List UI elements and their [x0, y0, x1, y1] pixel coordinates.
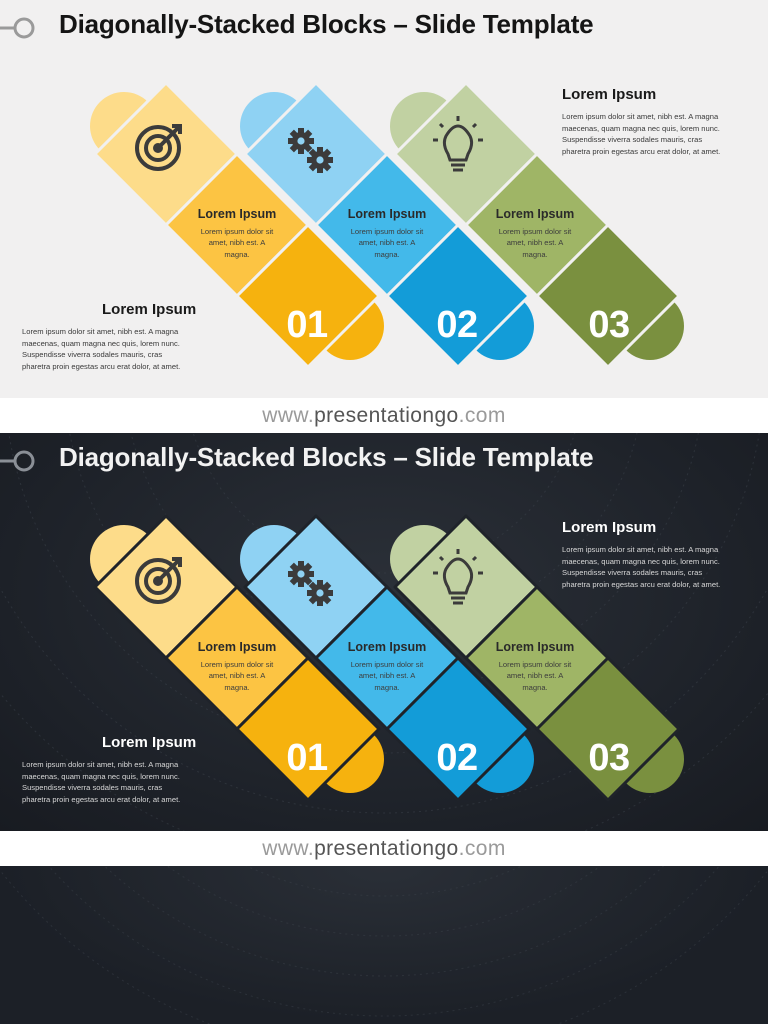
note-heading-bottom-left: Lorem Ipsum [102, 301, 197, 318]
block-03-tile-3 [535, 656, 681, 802]
lightbulb-icon [433, 116, 483, 172]
footer-website: www.presentationgo.com [0, 831, 768, 866]
page-title: Diagonally-Stacked Blocks – Slide Templa… [59, 9, 594, 39]
block-01-tile-3 [235, 223, 381, 369]
pin-icon [0, 17, 35, 39]
note-heading-top-right: Lorem Ipsum [562, 86, 657, 103]
diagram-svg [90, 81, 684, 369]
block-01-number: 01 [286, 304, 328, 346]
target-icon [135, 124, 182, 171]
block-02-number: 02 [436, 304, 478, 346]
block-02-heading: Lorem Ipsum [347, 207, 427, 221]
block-02-number: 02 [436, 737, 478, 779]
lightbulb-icon [433, 549, 483, 605]
block-02-heading: Lorem Ipsum [347, 640, 427, 654]
note-text-bottom-left: Lorem ipsum dolor sit amet, nibh est. A … [22, 327, 181, 371]
note-text-top-right: Lorem ipsum dolor sit amet, nibh est. A … [562, 112, 721, 156]
pin-icon [0, 450, 35, 472]
footer-website: www.presentationgo.com [0, 398, 768, 433]
target-icon [135, 557, 182, 604]
gears-icon [288, 128, 333, 173]
block-03-tile-3 [535, 223, 681, 369]
block-03-heading: Lorem Ipsum [495, 640, 575, 654]
page-title: Diagonally-Stacked Blocks – Slide Templa… [59, 442, 594, 472]
note-heading-top-right: Lorem Ipsum [562, 519, 657, 536]
block-01-heading: Lorem Ipsum [197, 207, 277, 221]
block-02-tile-3 [385, 656, 531, 802]
block-03-number: 03 [588, 304, 630, 346]
block-01-number: 01 [286, 737, 328, 779]
block-01-heading: Lorem Ipsum [197, 640, 277, 654]
block-02-tile-3 [385, 223, 531, 369]
block-03-number: 03 [588, 737, 630, 779]
block-01-tile-3 [235, 656, 381, 802]
note-text-top-right: Lorem ipsum dolor sit amet, nibh est. A … [562, 545, 721, 589]
slide-dark-theme: Diagonally-Stacked Blocks – Slide Templa… [0, 433, 768, 831]
note-text-bottom-left: Lorem ipsum dolor sit amet, nibh est. A … [22, 760, 181, 804]
note-heading-bottom-left: Lorem Ipsum [102, 734, 197, 751]
dark-background-remainder [0, 866, 768, 1024]
gears-icon [288, 561, 333, 606]
block-03-heading: Lorem Ipsum [495, 207, 575, 221]
diagram-svg [90, 514, 684, 802]
slide-light-theme: Diagonally-Stacked Blocks – Slide Templa… [0, 0, 768, 398]
